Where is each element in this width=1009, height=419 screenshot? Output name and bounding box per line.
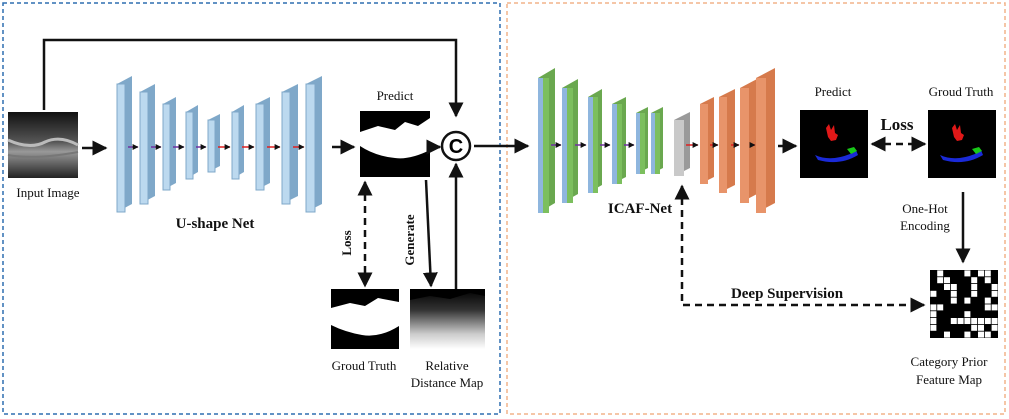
deep-supervision-arrow [674, 184, 926, 313]
category-prior-label-1: Category Prior [911, 354, 989, 369]
relative-distance-map [410, 289, 485, 349]
left-predict-label: Predict [377, 88, 414, 103]
unet-block-9 [305, 76, 322, 213]
icaf-bottleneck-block [674, 112, 690, 176]
icaf-encoder-blocks [538, 68, 690, 213]
right-panel-border [506, 2, 1006, 415]
unet-block-4 [185, 105, 198, 180]
icaf-block-2 [562, 79, 578, 203]
generate-arrow [422, 179, 438, 288]
icaf-dec-block-4 [756, 68, 775, 213]
unet-block-3 [162, 97, 176, 191]
unet-block-8 [281, 84, 298, 205]
left-loss-label: Loss [339, 230, 354, 255]
left-ground-truth-label: Groud Truth [332, 358, 397, 373]
concat-circle [440, 130, 472, 162]
icaf-decoder-blocks [700, 68, 775, 213]
skip-connection-arrow [42, 38, 464, 118]
icaf-dec-block-3 [740, 79, 757, 203]
category-prior-feature-map [930, 270, 998, 338]
unet-blocks [116, 76, 322, 213]
left-ground-truth-mask [331, 289, 399, 349]
icaf-dec-block-2 [719, 89, 735, 193]
icaf-block-3 [588, 89, 602, 193]
unet-block-5 [207, 114, 220, 173]
right-predict-label: Predict [815, 84, 852, 99]
unet-label: U-shape Net [176, 216, 255, 232]
icaf-block-1 [538, 68, 555, 213]
icaf-block-6 [651, 107, 663, 174]
input-image [7, 112, 79, 178]
unet-block-1 [116, 76, 132, 213]
relative-distance-label-1: Relative [425, 358, 469, 373]
concat-symbol: C [449, 136, 463, 158]
one-hot-label-1: One-Hot [902, 201, 948, 216]
category-prior-label-2: Feature Map [916, 372, 982, 387]
left-panel-border [2, 2, 501, 415]
unet-block-7 [255, 97, 270, 191]
icaf-dec-block-1 [700, 97, 714, 184]
generate-label: Generate [402, 214, 417, 265]
right-ground-truth-label: Groud Truth [929, 84, 994, 99]
right-loss-label: Loss [880, 115, 913, 134]
unet-block-2 [139, 84, 155, 205]
icaf-block-4 [612, 97, 626, 184]
unet-block-6 [231, 105, 244, 180]
right-ground-truth-mask [928, 110, 996, 178]
icaf-block-5 [636, 107, 648, 174]
icaf-label: ICAF-Net [608, 201, 672, 217]
one-hot-label-2: Encoding [900, 218, 950, 233]
relative-distance-label-2: Distance Map [411, 375, 484, 390]
input-image-label: Input Image [16, 185, 79, 200]
right-predict-mask [800, 110, 868, 178]
deep-supervision-label: Deep Supervision [731, 286, 844, 302]
left-predict-mask [360, 111, 430, 177]
